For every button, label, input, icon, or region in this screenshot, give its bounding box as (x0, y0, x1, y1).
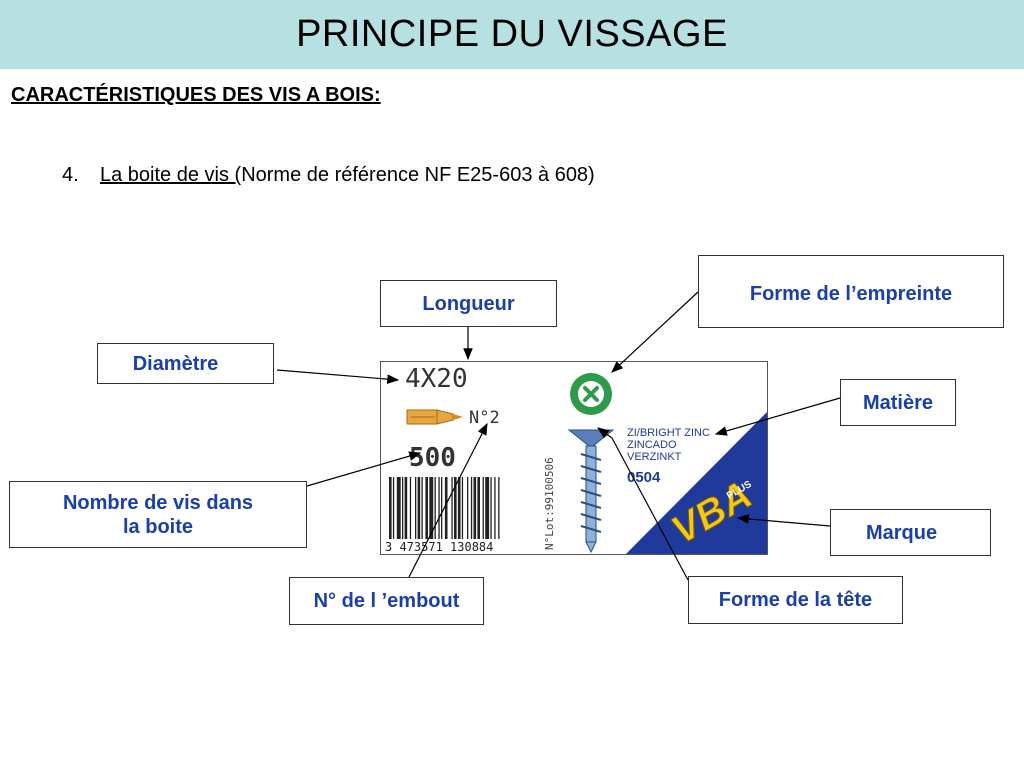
callout-tete: Forme de la tête (688, 576, 903, 624)
section-heading: CARACTÉRISTIQUES DES VIS A BOIS: (11, 84, 381, 106)
callout-diametre: Diamètre (97, 343, 274, 384)
barcode-bar (434, 477, 436, 539)
screwdriver-bit-icon (406, 409, 463, 425)
barcode-bar (494, 477, 496, 539)
list-item-underlined: La boite de vis ( (100, 164, 242, 186)
callout-empreinte-label: Forme de l’empreinte (749, 283, 953, 305)
callout-embout: N° de l ’embout (289, 577, 484, 625)
list-item-text: Norme de référence NF E25-603 à 608) (241, 164, 595, 186)
barcode (389, 477, 500, 539)
barcode-bar (477, 477, 480, 539)
callout-empreinte: Forme de l’empreinte (698, 255, 1004, 328)
list-number: 4. (62, 164, 79, 186)
list-item: 4. La boite de vis (Norme de référence NF… (62, 164, 595, 187)
barcode-bar (396, 477, 401, 539)
barcode-bar (444, 477, 448, 539)
barcode-bar (454, 477, 457, 539)
phillips-recess-icon (570, 373, 612, 415)
callout-matiere: Matière (840, 379, 956, 426)
barcode-bar (425, 477, 428, 539)
barcode-bar (451, 477, 453, 539)
barcode-bar (485, 477, 490, 539)
callout-diametre-label: Diamètre (132, 352, 219, 375)
callout-longueur-label: Longueur (422, 292, 515, 315)
label-count-text: 500 (409, 443, 456, 473)
barcode-bar (409, 477, 412, 539)
label-artwork: 4X20 N°2 500 3 473571 130884 N°Lot:99100… (385, 364, 767, 554)
barcode-bar (438, 477, 440, 539)
barcode-bar (470, 477, 473, 539)
barcode-bar (402, 477, 404, 539)
barcode-bar (421, 477, 423, 539)
arrow-empreinte (611, 291, 699, 373)
callout-marque-label: Marque (865, 521, 938, 544)
barcode-bar (457, 477, 461, 539)
callout-nombre: Nombre de vis dans la boite (9, 481, 307, 548)
callout-embout-label: N° de l ’embout (313, 590, 460, 612)
barcode-number: 3 473571 130884 (385, 540, 493, 554)
barcode-bar (392, 477, 395, 539)
callout-marque: Marque (830, 509, 991, 556)
callout-matiere-label: Matière (862, 391, 934, 414)
barcode-bar (473, 477, 477, 539)
barcode-bar (498, 477, 500, 539)
callout-nombre-line1: Nombre de vis dans (62, 491, 254, 514)
material-line-3: VERZINKT (627, 451, 682, 463)
reference-number: 0504 (627, 469, 661, 486)
barcode-bar (490, 477, 492, 539)
barcode-bar (389, 477, 392, 539)
countersunk-screw-icon (567, 429, 615, 554)
callout-longueur: Longueur (380, 280, 557, 327)
material-line-1: ZI/BRIGHT ZINC (627, 427, 710, 439)
lot-number: N°Lot:99100506 (543, 457, 556, 550)
barcode-bar (441, 477, 443, 539)
barcode-bar (415, 477, 417, 539)
page-title: PRINCIPE DU VISSAGE (296, 13, 728, 55)
title-band: PRINCIPE DU VISSAGE (0, 0, 1024, 69)
label-size-text: 4X20 (405, 364, 468, 394)
barcode-bar (482, 477, 484, 539)
barcode-bar (404, 477, 408, 539)
screw-box-label: 4X20 N°2 500 3 473571 130884 N°Lot:99100… (380, 361, 768, 555)
barcode-bar (461, 477, 464, 539)
callout-tete-label: Forme de la tête (718, 589, 873, 611)
barcode-bar (429, 477, 434, 539)
callout-nombre-line2: la boite (122, 515, 193, 538)
barcode-bar (467, 477, 469, 539)
label-bit-text: N°2 (469, 408, 500, 428)
material-line-2: ZINCADO (627, 439, 677, 451)
barcode-bar (417, 477, 421, 539)
